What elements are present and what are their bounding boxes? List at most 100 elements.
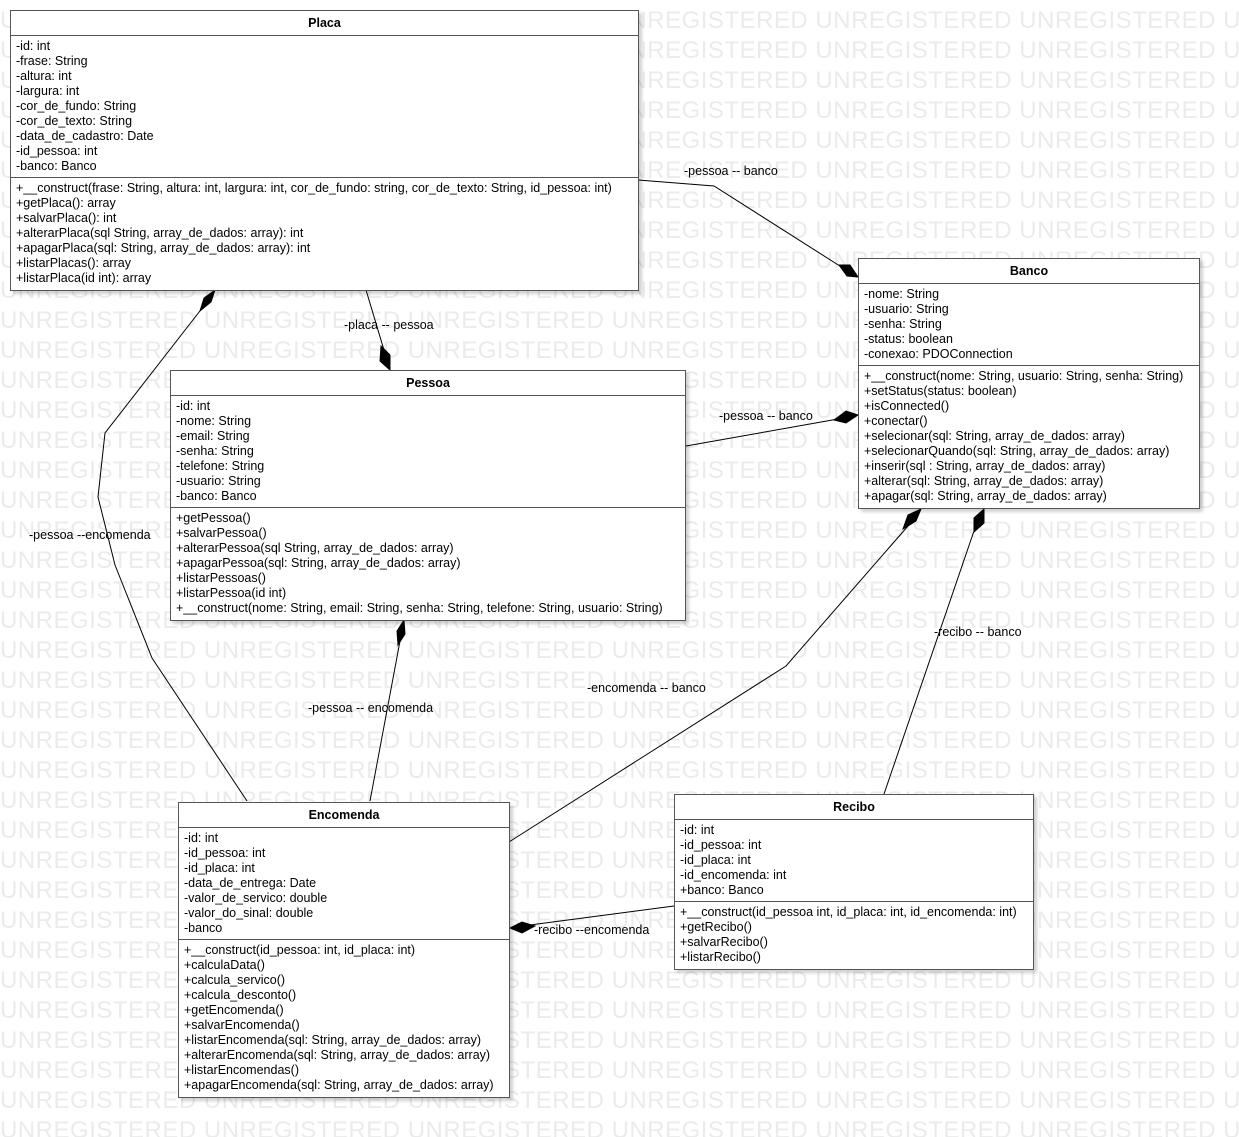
class-recibo-method: +listarRecibo() <box>680 950 761 964</box>
class-pessoa-attribute: -nome: String <box>176 414 252 428</box>
class-pessoa-attribute: -email: String <box>176 429 250 443</box>
class-encomenda-attribute: -data_de_entrega: Date <box>184 876 317 890</box>
class-placa-attribute: -data_de_cadastro: Date <box>16 129 154 143</box>
class-placa-methods: +__construct(frase: String, altura: int,… <box>11 178 638 289</box>
composition-diamond-banco-encomenda <box>902 508 922 531</box>
class-recibo-method: +salvarRecibo() <box>680 935 768 949</box>
class-encomenda-method: +listarEncomendas() <box>184 1063 299 1077</box>
class-placa-title: Placa <box>11 11 638 36</box>
class-encomenda-method: +calcula_desconto() <box>184 988 297 1002</box>
class-recibo-attributes: -id: int -id_pessoa: int -id_placa: int … <box>675 820 1033 902</box>
class-placa-attributes: -id: int -frase: String -altura: int -la… <box>11 36 638 178</box>
composition-diamond-pessoa-placa <box>379 344 391 372</box>
class-banco-method: +apagar(sql: String, array_de_dados: arr… <box>864 489 1107 503</box>
class-recibo-attribute: -id_pessoa: int <box>680 838 762 852</box>
class-banco-attribute: -usuario: String <box>864 302 949 316</box>
class-pessoa-attribute: -senha: String <box>176 444 254 458</box>
class-pessoa-method: +getPessoa() <box>176 511 251 525</box>
class-banco-attribute: -status: boolean <box>864 332 953 346</box>
class-encomenda-method: +calcula_servico() <box>184 973 286 987</box>
class-banco-attributes: -nome: String -usuario: String -senha: S… <box>859 284 1199 366</box>
class-recibo[interactable]: Recibo -id: int -id_pessoa: int -id_plac… <box>674 794 1034 970</box>
class-banco-method: +__construct(nome: String, usuario: Stri… <box>864 369 1184 383</box>
class-placa-attribute: -id_pessoa: int <box>16 144 98 158</box>
class-pessoa-attribute: -id: int <box>176 399 211 413</box>
class-banco[interactable]: Banco -nome: String -usuario: String -se… <box>858 258 1200 509</box>
edge-label-encomenda-pessoa: -pessoa -- encomenda <box>308 701 434 715</box>
composition-diamond-placa-encomenda <box>199 288 216 313</box>
class-banco-attribute: -nome: String <box>864 287 940 301</box>
class-banco-methods: +__construct(nome: String, usuario: Stri… <box>859 366 1199 507</box>
class-placa-attribute: -id: int <box>16 39 51 53</box>
class-placa[interactable]: Placa -id: int -frase: String -altura: i… <box>10 10 639 291</box>
class-banco-method: +setStatus(status: boolean) <box>864 384 1017 398</box>
edge-label-placa-pessoa: -placa -- pessoa <box>344 318 434 332</box>
class-recibo-method: +__construct(id_pessoa int, id_placa: in… <box>680 905 1017 919</box>
class-encomenda-methods: +__construct(id_pessoa: int, id_placa: i… <box>179 940 509 1096</box>
class-encomenda-method: +apagarEncomenda(sql: String, array_de_d… <box>184 1078 494 1092</box>
edge-label-recibo-banco: -recibo -- banco <box>934 625 1022 639</box>
composition-diamond-banco-placa <box>838 264 859 278</box>
class-placa-attribute: -cor_de_texto: String <box>16 114 133 128</box>
class-placa-attribute: -frase: String <box>16 54 88 68</box>
class-recibo-method: +getRecibo() <box>680 920 752 934</box>
class-encomenda-attribute: -banco <box>184 921 223 935</box>
class-recibo-attribute: -id_encomenda: int <box>680 868 787 882</box>
class-encomenda-method: +alterarEncomenda(sql: String, array_de_… <box>184 1048 491 1062</box>
class-recibo-attribute: -id: int <box>680 823 715 837</box>
edge-label-placa-banco: -pessoa -- banco <box>684 164 778 178</box>
edge-label-encomenda-placa: -pessoa --encomenda <box>29 528 151 542</box>
class-banco-method: +isConnected() <box>864 399 950 413</box>
edge-encomenda-banco <box>508 525 909 843</box>
class-pessoa-attribute: -usuario: String <box>176 474 261 488</box>
edge-encomenda-pessoa <box>369 640 401 802</box>
class-pessoa-method: +apagarPessoa(sql: String, array_de_dado… <box>176 556 461 570</box>
class-pessoa-method: +alterarPessoa(sql String, array_de_dado… <box>176 541 454 555</box>
edge-placa-banco <box>637 179 844 269</box>
class-encomenda-attribute: -id_pessoa: int <box>184 846 266 860</box>
class-placa-method: +salvarPlaca(): int <box>16 211 117 225</box>
class-encomenda-method: +salvarEncomenda() <box>184 1018 300 1032</box>
class-pessoa-attribute: -banco: Banco <box>176 489 257 503</box>
edge-recibo-banco <box>883 527 976 795</box>
class-pessoa-method: +listarPessoas() <box>176 571 266 585</box>
class-pessoa-title: Pessoa <box>171 371 685 396</box>
composition-diamond-banco-recibo <box>973 507 985 534</box>
class-pessoa-attributes: -id: int -nome: String -email: String -s… <box>171 396 685 508</box>
class-banco-attribute: -senha: String <box>864 317 942 331</box>
edge-pessoa-banco <box>685 418 839 447</box>
class-placa-method: +alterarPlaca(sql String, array_de_dados… <box>16 226 304 240</box>
composition-diamond-banco-pessoa <box>832 410 860 424</box>
class-placa-attribute: -banco: Banco <box>16 159 97 173</box>
class-placa-method: +listarPlacas(): array <box>16 256 131 270</box>
class-encomenda-method: +listarEncomenda(sql: String, array_de_d… <box>184 1033 482 1047</box>
class-banco-method: +inserir(sql : String, array_de_dados: a… <box>864 459 1106 473</box>
class-pessoa-method: +salvarPessoa() <box>176 526 267 540</box>
class-placa-method: +__construct(frase: String, altura: int,… <box>16 181 612 195</box>
class-encomenda-title: Encomenda <box>179 803 509 828</box>
class-recibo-attribute: -id_placa: int <box>680 853 751 867</box>
class-encomenda[interactable]: Encomenda -id: int -id_pessoa: int -id_p… <box>178 802 510 1098</box>
class-encomenda-attribute: -valor_do_sinal: double <box>184 906 314 920</box>
class-recibo-attribute: +banco: Banco <box>680 883 764 897</box>
class-encomenda-method: +calculaData() <box>184 958 265 972</box>
composition-diamond-encomenda-recibo <box>508 921 537 934</box>
class-encomenda-method: +getEncomenda() <box>184 1003 284 1017</box>
edge-label-pessoa-banco: -pessoa -- banco <box>719 409 813 423</box>
class-banco-attribute: -conexao: PDOConnection <box>864 347 1013 361</box>
edge-label-recibo-encomenda: -recibo --encomenda <box>534 923 650 937</box>
class-placa-method: +listarPlaca(id int): array <box>16 271 152 285</box>
composition-diamond-pessoa-encomenda <box>396 618 406 647</box>
class-pessoa[interactable]: Pessoa -id: int -nome: String -email: St… <box>170 370 686 621</box>
class-banco-method: +alterar(sql: String, array_de_dados: ar… <box>864 474 1104 488</box>
class-encomenda-attributes: -id: int -id_pessoa: int -id_placa: int … <box>179 828 509 940</box>
class-pessoa-method: +__construct(nome: String, email: String… <box>176 601 663 615</box>
class-encomenda-attribute: -valor_de_servico: double <box>184 891 328 905</box>
class-placa-method: +apagarPlaca(sql: String, array_de_dados… <box>16 241 311 255</box>
edge-recibo-encomenda <box>529 905 675 926</box>
class-pessoa-methods: +getPessoa() +salvarPessoa() +alterarPes… <box>171 508 685 619</box>
class-banco-method: +conectar() <box>864 414 928 428</box>
class-recibo-title: Recibo <box>675 795 1033 820</box>
class-placa-attribute: -largura: int <box>16 84 80 98</box>
